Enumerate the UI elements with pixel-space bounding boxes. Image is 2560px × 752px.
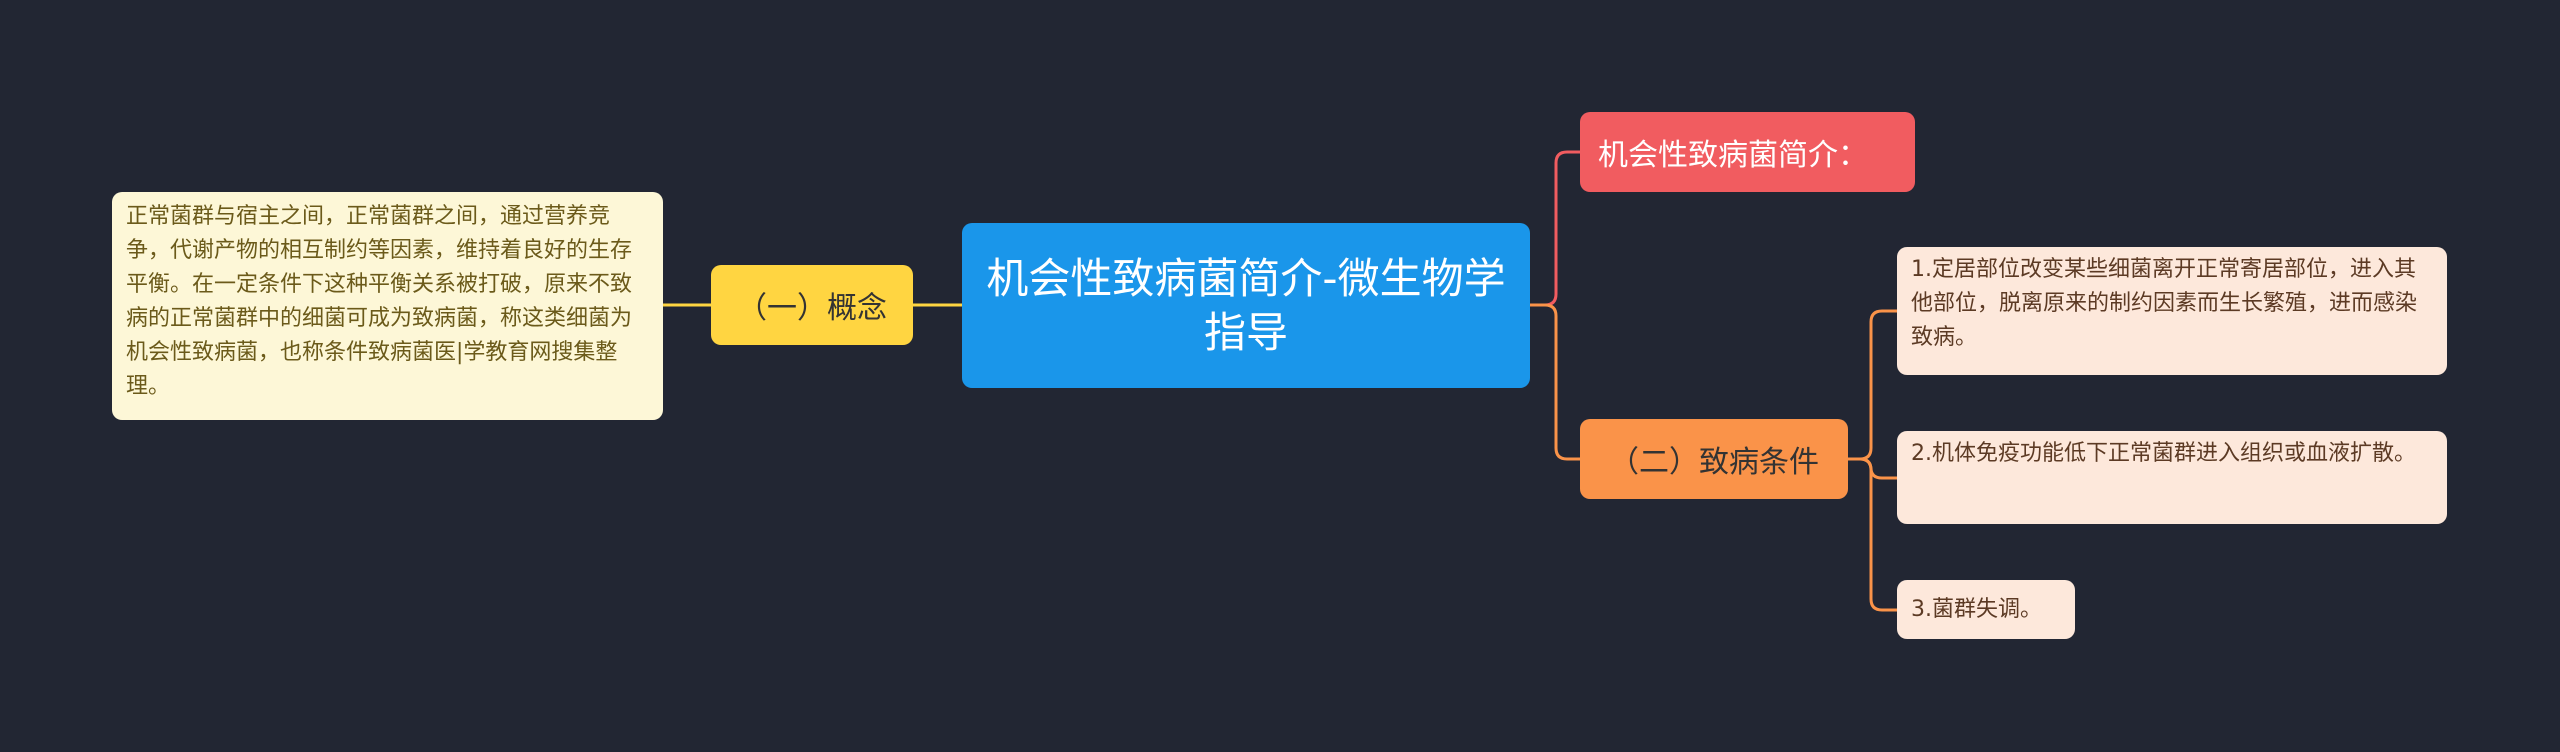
root-topic-label: 机会性致病菌简介-微生物学指导 [986, 253, 1506, 357]
condition-item-2-text: 2.机体免疫功能低下正常菌群进入组织或血液扩散。 [1911, 441, 2416, 466]
concept-detail-note[interactable]: 正常菌群与宿主之间，正常菌群之间，通过营养竞争，代谢产物的相互制约等因素，维持着… [112, 192, 663, 420]
branch-intro-label: 机会性致病菌简介： [1598, 138, 1868, 173]
branch-concept-label: （一）概念 [737, 291, 887, 326]
condition-item-3-text: 3.菌群失调。 [1911, 596, 2042, 622]
branch-conditions-label: （二）致病条件 [1609, 445, 1819, 480]
root-topic[interactable]: 机会性致病菌简介-微生物学指导 [962, 223, 1530, 388]
connector-conditions-item-1 [1848, 309, 1897, 461]
connector-root-intro [1530, 150, 1580, 307]
connector-root-conditions [1530, 303, 1580, 461]
condition-item-1-text: 1.定居部位改变某些细菌离开正常寄居部位，进入其他部位，脱离原来的制约因素而生长… [1911, 257, 2418, 350]
condition-item-3[interactable]: 3.菌群失调。 [1897, 580, 2075, 639]
condition-item-1[interactable]: 1.定居部位改变某些细菌离开正常寄居部位，进入其他部位，脱离原来的制约因素而生长… [1897, 247, 2447, 375]
branch-conditions[interactable]: （二）致病条件 [1580, 419, 1848, 499]
branch-concept[interactable]: （一）概念 [711, 265, 913, 345]
concept-detail-text: 正常菌群与宿主之间，正常菌群之间，通过营养竞争，代谢产物的相互制约等因素，维持着… [126, 204, 633, 399]
branch-intro[interactable]: 机会性致病菌简介： [1580, 112, 1915, 192]
connector-conditions-item-3 [1848, 457, 1897, 612]
condition-item-2[interactable]: 2.机体免疫功能低下正常菌群进入组织或血液扩散。 [1897, 431, 2447, 524]
